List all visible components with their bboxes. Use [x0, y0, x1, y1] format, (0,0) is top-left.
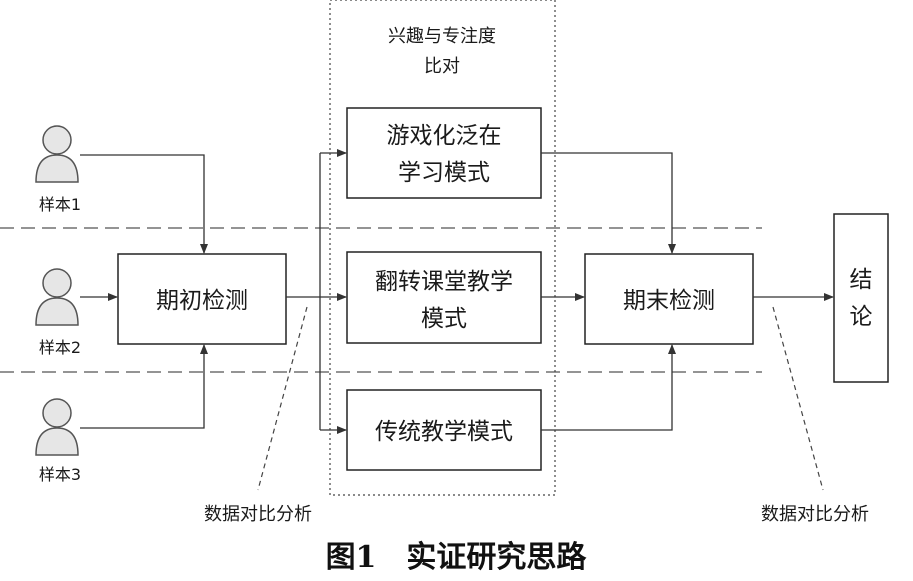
posttest-label: 期末检测 — [623, 288, 715, 314]
traditional-mode-label: 传统教学模式 — [375, 419, 513, 445]
person-icon — [35, 398, 79, 456]
figure-caption: 图1 实证研究思路 — [326, 540, 588, 575]
person-icon — [35, 125, 79, 183]
sample-3-label: 样本3 — [39, 465, 81, 484]
flipped-mode-label-2: 模式 — [421, 306, 467, 332]
analysis-left-label: 数据对比分析 — [204, 504, 312, 525]
sample1-to-pretest-arrow — [80, 154, 208, 254]
posttest-box — [584, 253, 754, 345]
conclusion-label-1: 结 — [850, 267, 873, 293]
conclusion-box — [833, 213, 889, 383]
analysis-right-pointer — [772, 306, 824, 491]
sample-2-label: 样本2 — [39, 338, 81, 357]
pretest-box — [117, 253, 287, 345]
game-mode-label-1: 游戏化泛在 — [387, 123, 502, 149]
sample3-to-pretest-arrow — [80, 344, 208, 429]
game-to-posttest-arrow — [541, 152, 676, 254]
sample-1-label: 样本1 — [39, 195, 81, 214]
compare-label-line1: 兴趣与专注度 — [388, 26, 496, 47]
analysis-left-pointer — [257, 306, 308, 491]
compare-label-line2: 比对 — [424, 56, 460, 77]
traditional-mode-box — [346, 389, 542, 471]
pretest-label: 期初检测 — [156, 288, 248, 314]
conclusion-label-2: 论 — [850, 304, 873, 330]
game-mode-label-2: 学习模式 — [398, 160, 490, 186]
flipped-mode-box — [346, 251, 542, 344]
analysis-right-label: 数据对比分析 — [761, 504, 869, 525]
flipped-mode-label-1: 翻转课堂教学 — [375, 269, 513, 295]
person-icon — [35, 268, 79, 326]
game-mode-box — [346, 107, 542, 199]
traditional-to-posttest-arrow — [541, 344, 676, 431]
